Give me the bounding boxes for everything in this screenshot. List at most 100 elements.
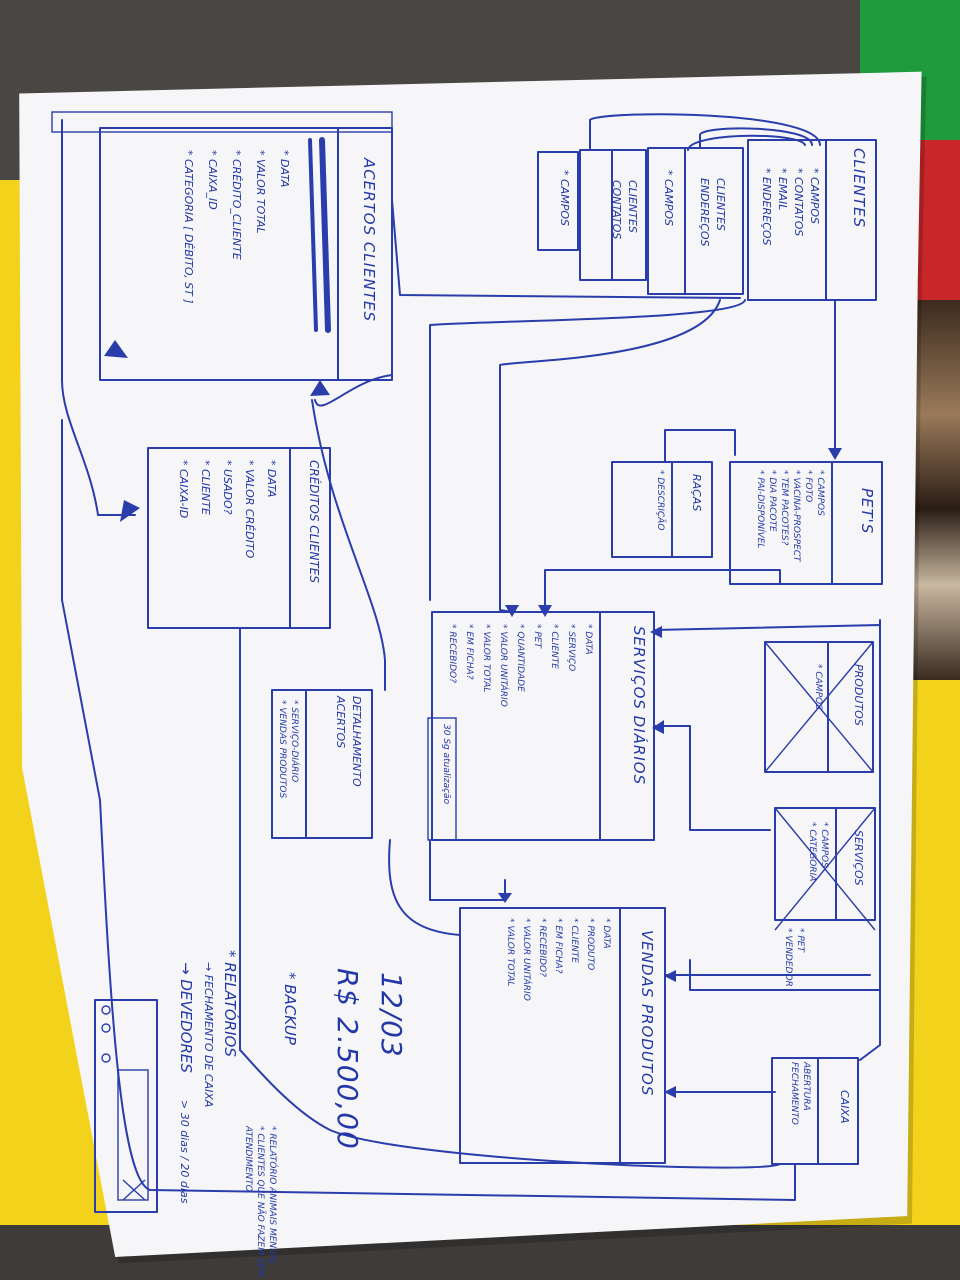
pets-box <box>729 461 883 585</box>
clientes-fields: * CAMPOS * CONTATOS * EMAIL * ENDEREÇOS <box>758 168 822 246</box>
note-days: > 30 dias / 20 dias <box>176 1100 192 1203</box>
clientes-field-2: * EMAIL <box>776 168 789 211</box>
clientes-enderecos-field-0: * CAMPOS <box>662 170 675 226</box>
caixa-title: CAIXA <box>838 1090 851 1124</box>
pets-title: PET'S <box>858 488 876 535</box>
acertos-field-4: * CATEGORIA [ DÉBITO, ST ] <box>182 150 195 304</box>
vendas-field-4: * RECEBIDO? <box>537 918 547 977</box>
racas-title: RAÇAS <box>690 474 703 512</box>
pets-field-5: * PAI-DISPONÍVEL <box>755 470 765 549</box>
pets-field-1: * FOTO <box>803 470 813 503</box>
acertos-field-3: * CAIXA_ID <box>206 150 219 210</box>
clientes-enderecos-fields: * CAMPOS <box>660 170 676 226</box>
note-side: * RELATÓRIO ANIMAIS MENSAL * CLIENTES QU… <box>242 1126 278 1277</box>
vendas-produtos-title: VENDAS PRODUTOS <box>638 930 656 1097</box>
clientes-field-3: * ENDEREÇOS <box>760 168 773 246</box>
servicos-diarios-entity: SERVIÇOS DIÁRIOS <box>630 626 648 785</box>
clientes-enderecos-entity: CLIENTES ENDEREÇOS <box>696 178 728 268</box>
note-fechamento-text: → FECHAMENTO DE CAIXA <box>202 962 215 1108</box>
note-backup: * BACKUP <box>281 972 300 1045</box>
detalhamento-entity: DETALHAMENTO ACERTOS <box>332 696 364 836</box>
servicos-field-1: * CATEGORIA <box>807 822 817 882</box>
clientes-entity: CLIENTES <box>850 148 868 228</box>
note-amount-text: R$ 2.500,00 <box>331 968 364 1150</box>
note-devedores: → DEVEDORES <box>177 962 196 1073</box>
detalhamento-fields: * SERVIÇO-DIÁRIO * VENDAS PRODUTOS <box>276 700 300 798</box>
campos-entity: * CAMPOS <box>556 170 572 226</box>
acertos-clientes-entity: ACERTOS CLIENTES <box>360 158 378 322</box>
servicos-diarios-field-6: * VALOR TOTAL <box>481 624 491 693</box>
pets-field-2: * VACINA-PROSPECT <box>791 470 801 562</box>
servicos-diarios-field-2: * CLIENTE <box>549 624 559 669</box>
campos-box <box>537 151 579 251</box>
clientes-contatos-title: CLIENTES CONTATOS <box>610 180 639 240</box>
servicos-entity: SERVIÇOS <box>850 830 866 886</box>
note-side-1: * CLIENTES QUE NÃO FAZEM SEM <box>255 1126 265 1277</box>
note-relatorios: * RELATÓRIOS <box>221 950 240 1057</box>
creditos-field-4: * CAIXA-ID <box>177 460 190 519</box>
servicos-diarios-field-1: * SERVIÇO <box>566 624 576 672</box>
note-side-0: * RELATÓRIO ANIMAIS MENSAL <box>267 1126 277 1266</box>
servicos-diarios-field-0: * DATA <box>583 624 593 655</box>
note-devedores-text: → DEVEDORES <box>177 962 195 1073</box>
creditos-clientes-entity: CRÉDITOS CLIENTES <box>306 460 322 583</box>
note-date-text: 12/03 <box>375 972 408 1058</box>
vendas-field-2: * CLIENTE <box>569 918 579 963</box>
note-relatorios-text: * RELATÓRIOS <box>221 950 239 1057</box>
clientes-box <box>747 139 877 301</box>
clientes-enderecos-title: CLIENTES ENDEREÇOS <box>698 178 727 247</box>
servicos-field-2: * PET <box>795 928 805 952</box>
creditos-field-0: * DATA <box>265 460 278 498</box>
pets-fields: * CAMPOS * FOTO * VACINA-PROSPECT * TEM … <box>754 470 826 562</box>
servicos-diarios-title: SERVIÇOS DIÁRIOS <box>630 626 648 786</box>
servicos-diarios-note-text: 30 Sg atualização <box>441 724 451 805</box>
creditos-clientes-title: CRÉDITOS CLIENTES <box>307 460 321 583</box>
caixa-fields: ABERTURA FECHAMENTO <box>788 1062 812 1125</box>
servicos-diarios-field-4: * QUANTIDADE <box>515 624 525 692</box>
detalhamento-box <box>271 689 373 839</box>
clientes-title: CLIENTES <box>850 148 868 229</box>
servicos-title: SERVIÇOS <box>852 830 865 886</box>
racas-fields: * DESCRIÇÃO <box>654 470 666 530</box>
note-amount: R$ 2.500,00 <box>331 968 364 1150</box>
produtos-field-0: * CAMPOS <box>813 664 823 710</box>
vendas-produtos-fields: * DATA * PRODUTO * CLIENTE * EM FICHA? *… <box>502 918 614 1001</box>
servicos-diarios-field-5: * VALOR UNITÁRIO <box>498 624 508 707</box>
produtos-box <box>764 641 874 773</box>
caixa-entity: CAIXA <box>836 1090 852 1124</box>
campos-field-0: * CAMPOS <box>558 170 571 226</box>
caixa-field-0: ABERTURA <box>801 1062 811 1111</box>
sketch-window <box>94 999 158 1213</box>
note-backup-text: * BACKUP <box>281 972 299 1045</box>
servicos-field-0: * CAMPOS <box>819 822 829 868</box>
servicos-diarios-field-8: * RECEBIDO? <box>447 624 457 683</box>
pets-entity: PET'S <box>858 488 876 534</box>
note-fechamento: → FECHAMENTO DE CAIXA <box>200 962 216 1107</box>
servicos-extra-fields: * PET * VENDEDOR <box>782 928 806 987</box>
produtos-title: PRODUTOS <box>852 664 865 726</box>
clientes-contatos-entity: CLIENTES CONTATOS <box>608 180 640 260</box>
vendas-field-6: * VALOR TOTAL <box>505 918 515 987</box>
creditos-field-2: * USADO? <box>221 460 234 515</box>
vendas-field-1: * PRODUTO <box>585 918 595 971</box>
note-date: 12/03 <box>375 972 408 1058</box>
acertos-field-2: * CRÉDITO_CLIENTE <box>230 150 243 260</box>
racas-entity: RAÇAS <box>688 474 704 511</box>
acertos-clientes-box <box>99 127 393 381</box>
servicos-field-3: * VENDEDOR <box>783 928 793 987</box>
vendas-field-5: * VALOR UNITÁRIO <box>521 918 531 1001</box>
racas-box <box>611 461 713 558</box>
acertos-field-0: * DATA <box>278 150 291 188</box>
pets-field-4: * DIA PACOTE <box>767 470 777 532</box>
detalhamento-field-0: * SERVIÇO-DIÁRIO <box>289 700 299 783</box>
note-side-2: ATENDIMENTO <box>243 1126 253 1192</box>
servicos-diarios-note: 30 Sg atualização <box>440 724 452 804</box>
pets-field-3: * TEM PACOTES? <box>779 470 789 546</box>
creditos-field-3: * CLIENTE <box>199 460 212 515</box>
acertos-clientes-title: ACERTOS CLIENTES <box>360 158 378 323</box>
pets-field-0: * CAMPOS <box>815 470 825 516</box>
clientes-enderecos-box <box>647 147 744 295</box>
acertos-clientes-fields: * DATA * VALOR TOTAL * CRÉDITO_CLIENTE *… <box>176 150 296 304</box>
clientes-field-0: * CAMPOS <box>808 168 821 224</box>
vendas-produtos-entity: VENDAS PRODUTOS <box>638 930 656 1096</box>
